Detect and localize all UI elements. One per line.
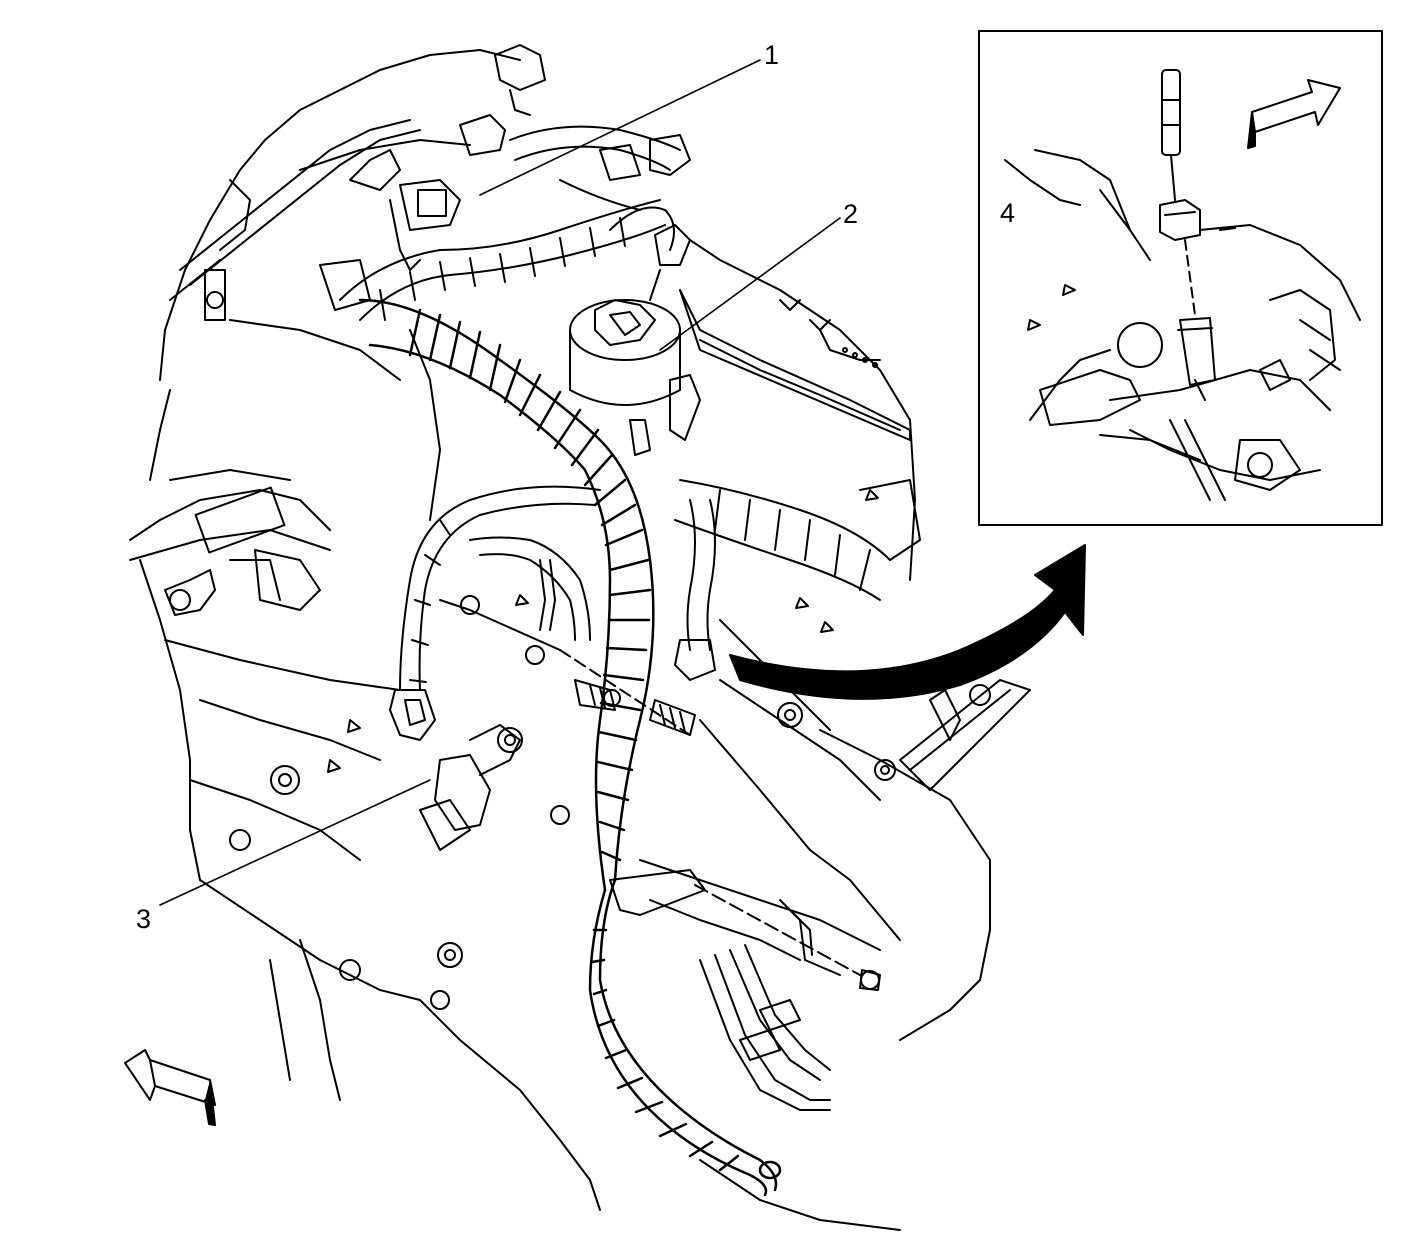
engine-block-outline [139,49,991,1231]
front-direction-arrow-inset [1247,79,1341,149]
callout-2-label: 2 [843,199,859,229]
inset-engine-lines [1004,149,1361,501]
bolts [229,684,991,1010]
upper-harness-branch [339,125,691,321]
front-direction-arrow-bottom [124,1049,216,1126]
harness-bracket [609,869,881,991]
inset-pointer-arrow [729,544,1086,700]
intake-hose [674,479,921,601]
right-bracket [899,679,1031,791]
main-wiring-harness [358,298,782,1197]
component-4-sensor [1159,69,1216,401]
triangle-markers [327,489,879,773]
valve-cover [679,289,911,441]
callout-1-label: 1 [764,40,780,70]
lower-hoses [699,944,831,1111]
harness-loop-left [389,485,601,741]
harness-branch-right [609,206,716,681]
left-engine-components [129,469,331,616]
ground-terminals [439,595,696,736]
callout-3-label: 3 [136,904,152,934]
component-3-sensor [419,724,521,851]
inset-detail [978,30,1383,526]
fuel-lines [169,119,421,321]
component-2-module [569,299,701,456]
callout-4-label: 4 [1000,198,1016,228]
